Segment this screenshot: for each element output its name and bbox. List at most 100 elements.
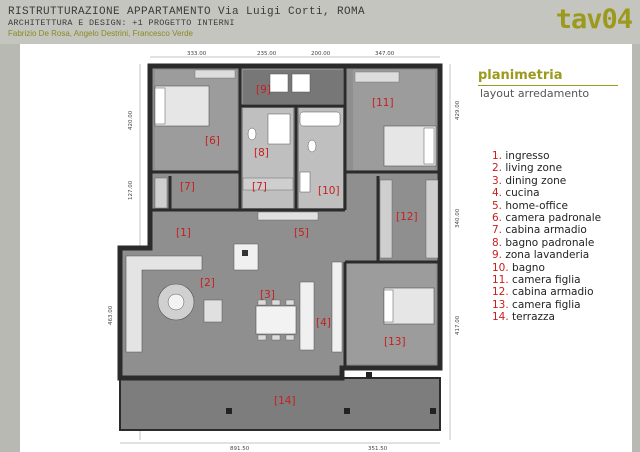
- legend-item: 13. camera figlia: [492, 299, 601, 311]
- office-desk: [257, 211, 319, 221]
- closet-unit: [154, 177, 168, 209]
- legend-item-name: dining zone: [505, 174, 567, 187]
- dim-left-1: 420.00: [128, 110, 134, 130]
- room-label-camera-figlia-2: [13]: [384, 336, 406, 348]
- legend-item-name: cabina armadio: [512, 286, 594, 299]
- wardrobe: [194, 69, 236, 79]
- legend-item-name: camera figlia: [512, 274, 581, 287]
- legend-item: 10. bagno: [492, 262, 601, 274]
- room-label-living: [2]: [200, 277, 215, 289]
- terrace-pillar: [430, 408, 436, 414]
- legend-item-number: 11.: [492, 274, 509, 287]
- interior-walls: [150, 66, 442, 368]
- legend-item-number: 2.: [492, 162, 503, 175]
- armchair: [203, 299, 223, 323]
- coffee-table: [167, 293, 185, 311]
- legend-item-number: 6.: [492, 212, 503, 225]
- legend-item-name: zona lavanderia: [505, 249, 590, 262]
- legend-item-name: living zone: [505, 162, 563, 175]
- legend-item-number: 14.: [492, 311, 509, 324]
- dryer: [291, 73, 311, 93]
- dim-bottom-1: 891.50: [230, 446, 250, 452]
- room-label-home-office: [5]: [294, 227, 309, 239]
- dim-top-2: 235.00: [257, 51, 277, 57]
- dining-table: [255, 305, 297, 335]
- legend-item-number: 8.: [492, 236, 503, 249]
- sheet-code: tav04: [555, 4, 633, 35]
- terrace-area: [119, 377, 441, 431]
- dim-top-1: 333.00: [187, 51, 207, 57]
- dining-chairs: [257, 299, 295, 341]
- legend-item-number: 7.: [492, 224, 503, 237]
- legend-item-name: ingresso: [505, 150, 550, 162]
- room-label-cucina: [4]: [316, 317, 331, 329]
- header-band: RISTRUTTURAZIONE APPARTAMENTO Via Luigi …: [0, 0, 640, 44]
- room-label-ingresso: [1]: [176, 227, 191, 239]
- room-label-camera-padronale: [6]: [205, 135, 220, 147]
- kitchen-island: [233, 243, 259, 271]
- legend-item: 5. home-office: [492, 200, 601, 212]
- legend-item-name: home-office: [505, 199, 568, 212]
- washing-machine: [269, 73, 289, 93]
- closet-unit: [242, 177, 294, 191]
- room-label-bagno: [10]: [318, 185, 340, 197]
- legend-item-name: terrazza: [512, 311, 555, 324]
- legend-item-number: 10.: [492, 261, 509, 274]
- kitchen-wall-unit: [331, 261, 343, 353]
- sink: [299, 171, 311, 193]
- bathtub: [299, 111, 341, 127]
- project-authors: Fabrizio De Rosa, Angelo Destrini, Franc…: [8, 29, 193, 38]
- dim-right-3: 417.00: [455, 315, 461, 335]
- toilet-icon: [307, 139, 317, 153]
- dim-top-3: 200.00: [311, 51, 331, 57]
- dim-top-4: 347.00: [375, 51, 395, 57]
- bed-pillow: [423, 127, 435, 165]
- legend-item-name: bagno padronale: [505, 236, 595, 249]
- project-title: RISTRUTTURAZIONE APPARTAMENTO Via Luigi …: [8, 6, 366, 18]
- terrace-pillar: [366, 372, 372, 378]
- legend-item-name: camera figlia: [512, 298, 581, 311]
- legend-subtitle: layout arredamento: [480, 87, 590, 100]
- legend-item: 9. zona lavanderia: [492, 249, 601, 261]
- legend-item-name: cabina armadio: [505, 224, 587, 237]
- closet-unit: [425, 179, 439, 259]
- legend-item-name: camera padronale: [505, 212, 602, 225]
- room-label-lavanderia: [9]: [256, 84, 271, 96]
- legend-divider: [478, 85, 618, 86]
- room-label-cabina-armadio-a: [7]: [180, 181, 195, 193]
- sofa: [125, 255, 203, 353]
- dim-right-2: 340.00: [455, 208, 461, 228]
- legend-item-number: 9.: [492, 249, 503, 262]
- legend-item: 11. camera figlia: [492, 274, 601, 286]
- room-label-bagno-padronale: [8]: [254, 147, 269, 159]
- legend-item-name: bagno: [512, 261, 545, 274]
- legend-item-number: 3.: [492, 174, 503, 187]
- toilet-icon: [247, 127, 257, 141]
- legend-item: 4. cucina: [492, 187, 601, 199]
- legend-item: 7. cabina armadio: [492, 224, 601, 236]
- dim-bottom-2: 351.50: [368, 446, 388, 452]
- legend-item: 12. cabina armadio: [492, 286, 601, 298]
- dim-right-1: 429.00: [455, 100, 461, 120]
- legend-item: 14. terrazza: [492, 311, 601, 323]
- room-label-dining: [3]: [260, 289, 275, 301]
- bed-pillow: [154, 87, 166, 125]
- legend-item: 3. dining zone: [492, 175, 601, 187]
- legend-item: 6. camera padronale: [492, 212, 601, 224]
- dim-left-3: 463.00: [108, 305, 114, 325]
- bed-pillow: [383, 289, 394, 323]
- legend-item-number: 4.: [492, 187, 503, 200]
- legend-item-number: 13.: [492, 298, 509, 311]
- desk: [354, 71, 400, 83]
- legend-item-name: cucina: [505, 187, 540, 200]
- legend-item: 2. living zone: [492, 162, 601, 174]
- room-label-camera-figlia: [11]: [372, 97, 394, 109]
- legend-item-number: 1.: [492, 150, 503, 162]
- legend-item-number: 5.: [492, 199, 503, 212]
- room-label-terrazza: [14]: [274, 395, 296, 407]
- project-subtitle: ARCHITETTURA E DESIGN: +1 PROGETTO INTER…: [8, 18, 235, 28]
- hob-icon: [242, 250, 248, 256]
- terrace-pillar: [344, 408, 350, 414]
